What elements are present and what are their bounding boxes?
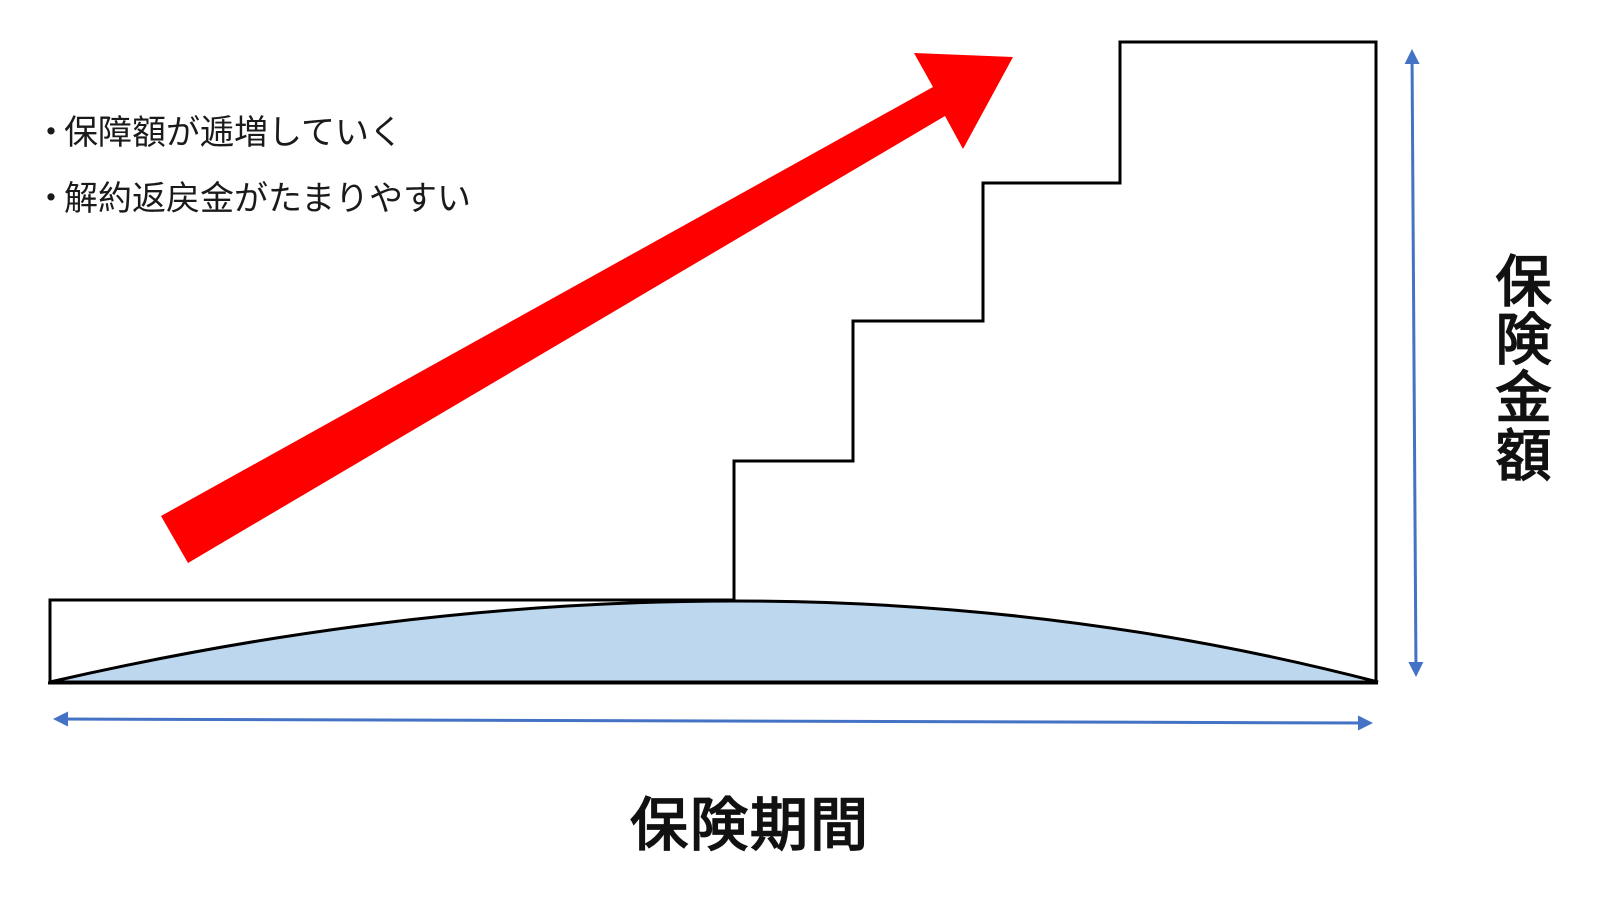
double-headed-horizontal-arrow-icon xyxy=(53,711,1373,731)
bullet-text: 保障額が逓増していく xyxy=(64,113,403,153)
feature-bullet-list: ・保障額が逓増していく ・解約返戻金がたまりやすい xyxy=(34,100,471,232)
bullet-cash-value: ・解約返戻金がたまりやすい xyxy=(34,166,471,232)
y-axis-label: 保険金額 xyxy=(1486,252,1552,484)
bullet-increasing-coverage: ・保障額が逓増していく xyxy=(34,100,471,166)
coverage-step-outline xyxy=(48,40,1378,684)
surrender-value-area xyxy=(49,599,1379,684)
up-right-arrow-icon xyxy=(161,53,1013,563)
bullet-mark: ・ xyxy=(34,113,68,153)
bullet-text: 解約返戻金がたまりやすい xyxy=(64,179,471,219)
bullet-mark: ・ xyxy=(34,179,68,219)
double-headed-vertical-arrow-icon xyxy=(1404,49,1424,677)
x-axis-label: 保険期間 xyxy=(629,791,870,859)
